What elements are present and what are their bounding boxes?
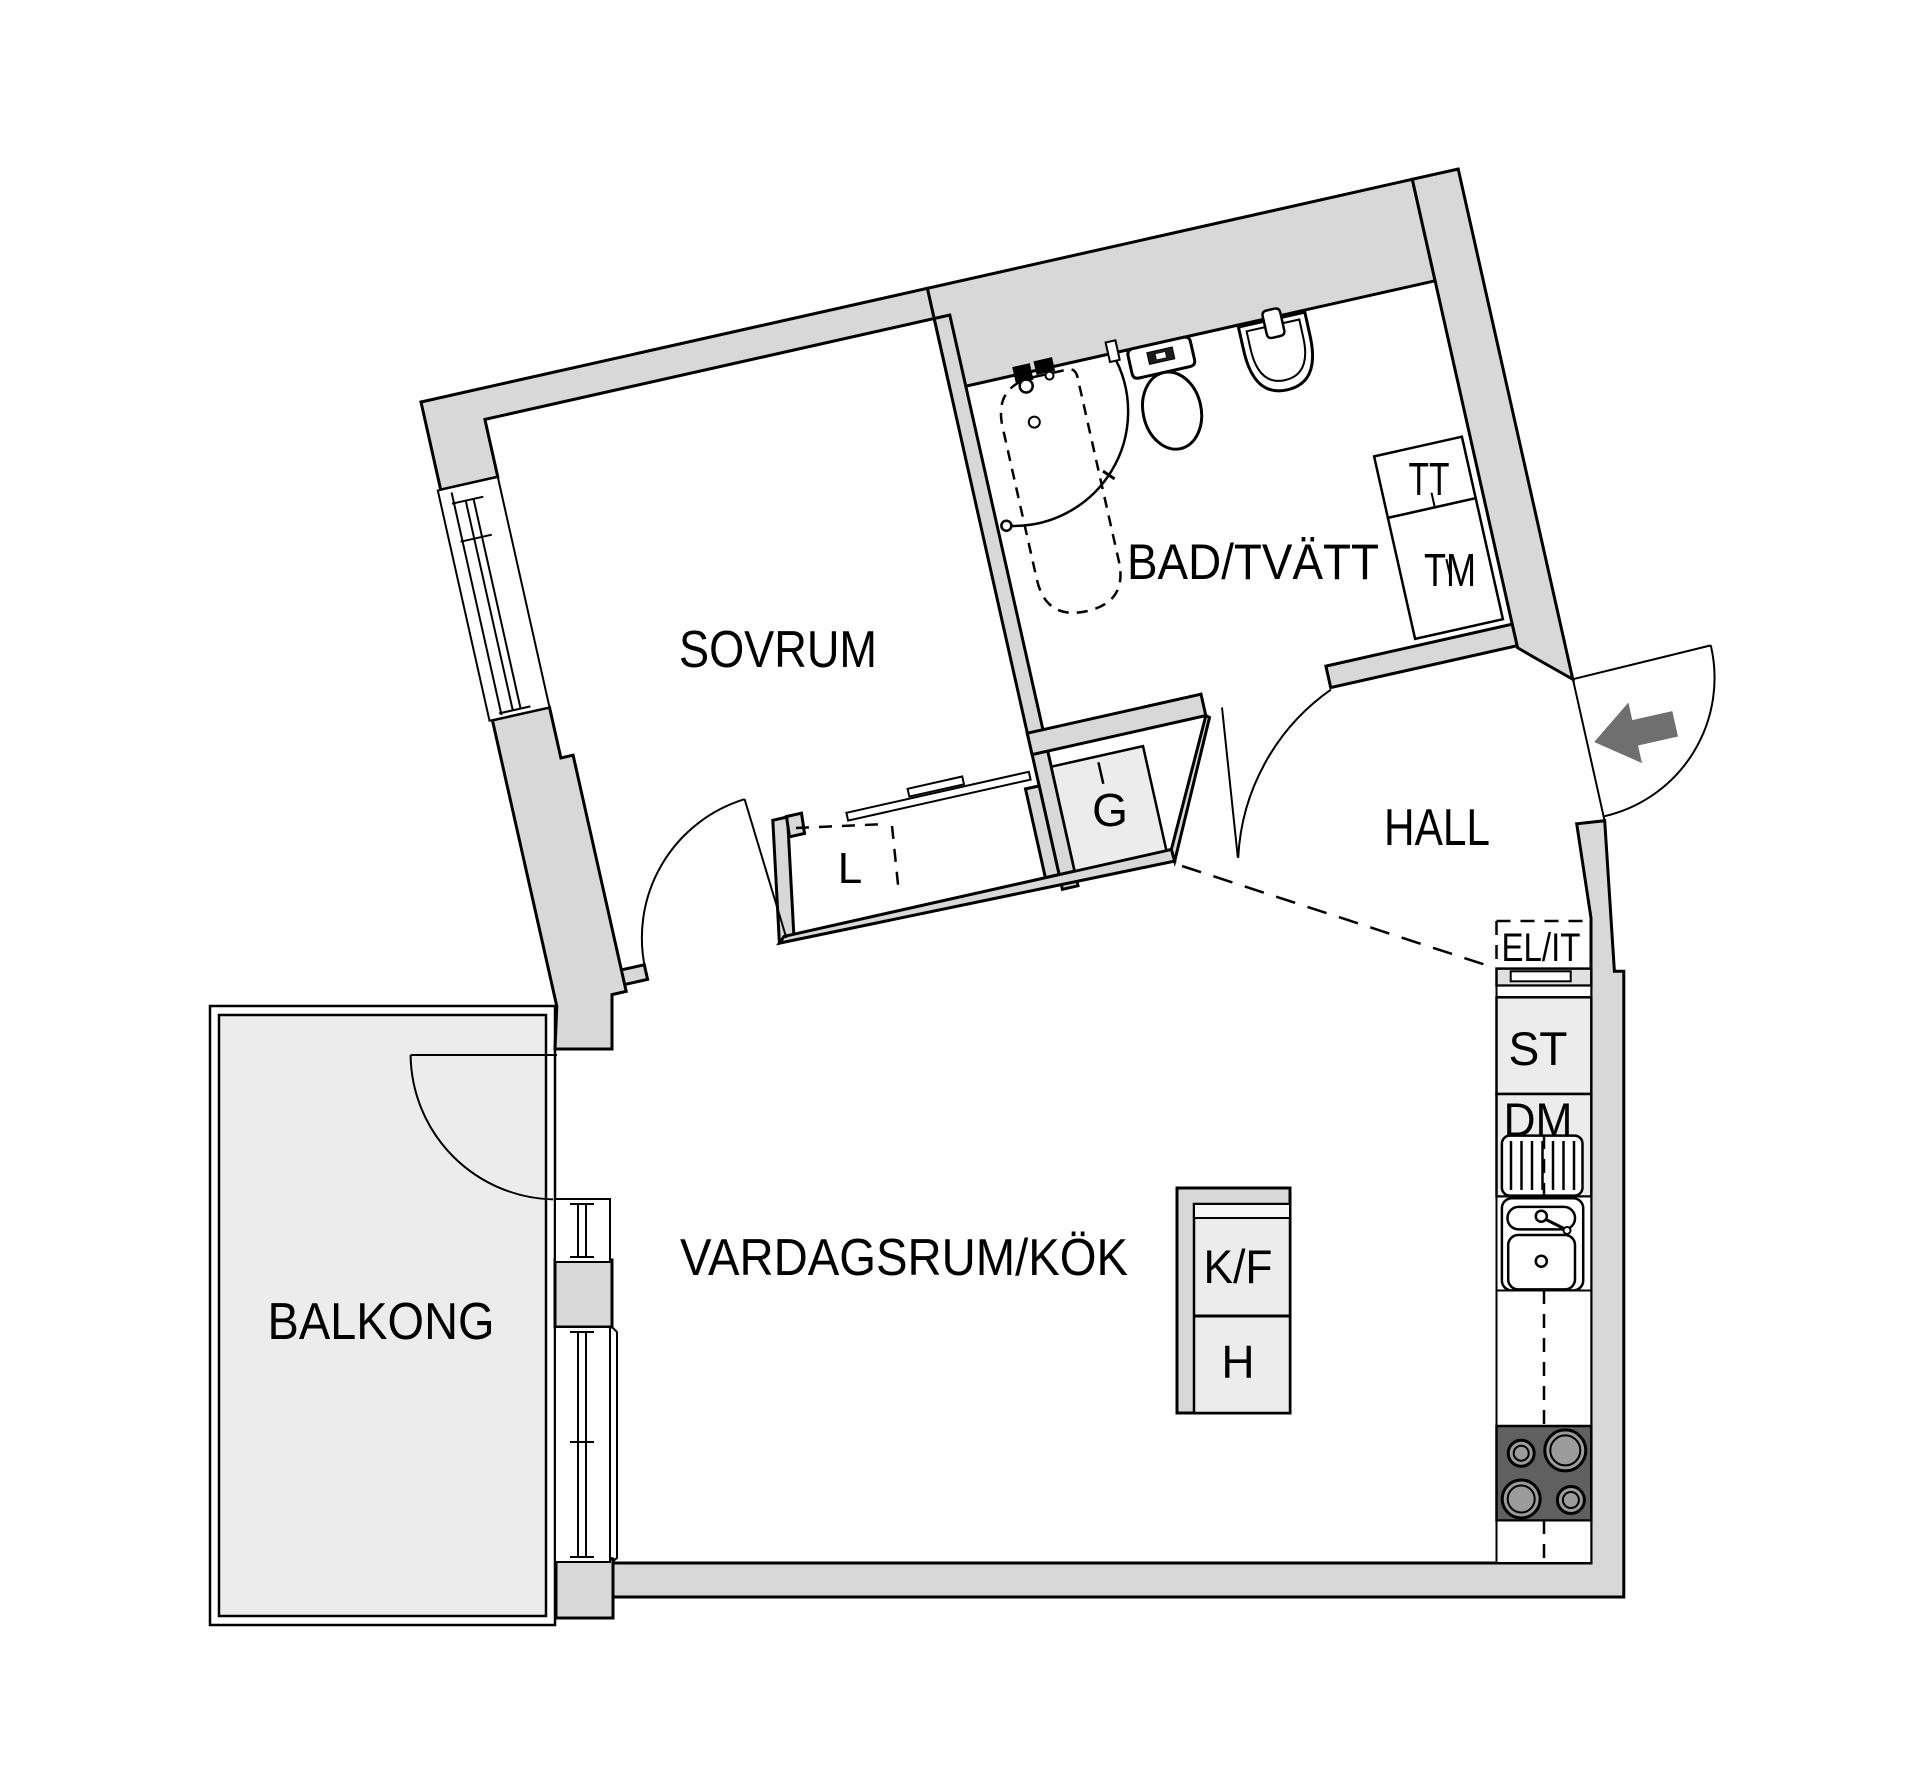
svg-text:DM: DM — [1504, 1093, 1573, 1146]
svg-text:K/F: K/F — [1204, 1240, 1273, 1293]
svg-text:TT: TT — [1409, 453, 1450, 505]
svg-text:SOVRUM: SOVRUM — [679, 621, 877, 679]
svg-text:BALKONG: BALKONG — [268, 1293, 495, 1351]
svg-text:H: H — [1221, 1336, 1254, 1388]
svg-text:HALL: HALL — [1384, 799, 1490, 857]
svg-text:EL/IT: EL/IT — [1502, 926, 1581, 970]
svg-text:TM: TM — [1424, 544, 1476, 596]
svg-text:G: G — [1092, 784, 1128, 836]
svg-text:VARDAGSRUM/KÖK: VARDAGSRUM/KÖK — [680, 1229, 1128, 1287]
svg-text:ST: ST — [1509, 1022, 1568, 1075]
svg-text:L: L — [838, 844, 862, 893]
svg-text:BAD/TVÄTT: BAD/TVÄTT — [1127, 534, 1379, 590]
